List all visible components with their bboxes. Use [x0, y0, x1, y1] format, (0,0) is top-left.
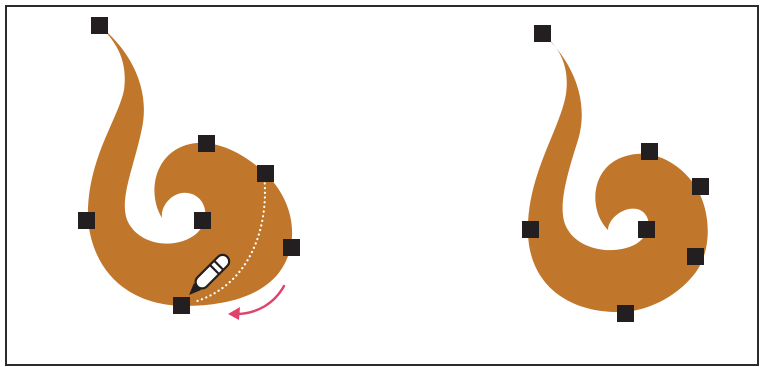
anchor-point[interactable]: [522, 221, 539, 238]
anchor-point[interactable]: [198, 135, 215, 152]
anchor-point[interactable]: [194, 212, 211, 229]
anchor-point[interactable]: [173, 297, 190, 314]
anchor-point[interactable]: [257, 165, 274, 182]
anchor-point[interactable]: [638, 221, 655, 238]
anchor-point[interactable]: [692, 178, 709, 195]
anchor-point[interactable]: [283, 239, 300, 256]
anchor-point[interactable]: [78, 212, 95, 229]
anchor-point[interactable]: [534, 25, 551, 42]
anchor-point[interactable]: [617, 305, 634, 322]
anchor-point[interactable]: [641, 143, 658, 160]
anchor-point[interactable]: [91, 17, 108, 34]
anchor-point[interactable]: [687, 248, 704, 265]
